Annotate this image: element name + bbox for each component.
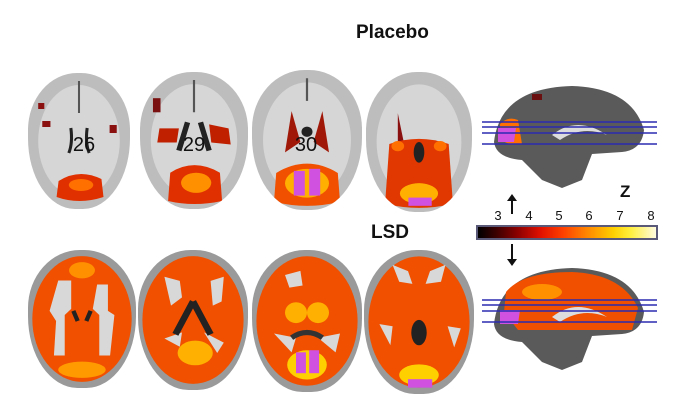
placebo-title: Placebo: [356, 22, 429, 43]
lsd-axial-slice-1: [28, 250, 136, 388]
colorbar-tick: 8: [647, 208, 655, 223]
colorbar-tick: 3: [494, 208, 502, 223]
lsd-axial-slice-3: [252, 250, 362, 392]
z-score-colorbar: [476, 225, 658, 240]
placebo-axial-slice-4: [366, 72, 472, 212]
lsd-axial-slice-4: [364, 250, 474, 394]
lsd-title: LSD: [371, 222, 409, 243]
placebo-axial-slice-2: [140, 72, 248, 209]
down-arrow-head-icon: [507, 259, 517, 266]
lsd-axial-slice-2: [138, 250, 248, 390]
placebo-axial-slice-1: [28, 73, 130, 209]
down-arrow-icon: [511, 244, 513, 260]
colorbar-tick: 6: [585, 208, 593, 223]
colorbar-tick: 7: [616, 208, 624, 223]
slice-number-label: 26: [72, 134, 96, 156]
colorbar-z-label: Z: [620, 182, 631, 201]
up-arrow-head-icon: [507, 194, 517, 201]
up-arrow-icon: [511, 198, 513, 214]
placebo-sagittal-view: [482, 80, 657, 190]
colorbar-tick: 5: [555, 208, 563, 223]
slice-number-label: 29: [182, 134, 206, 156]
colorbar-tick: 4: [525, 208, 533, 223]
lsd-sagittal-view: [482, 262, 657, 372]
placebo-axial-slice-3: [252, 70, 362, 210]
slice-number-label: 30: [294, 134, 318, 156]
